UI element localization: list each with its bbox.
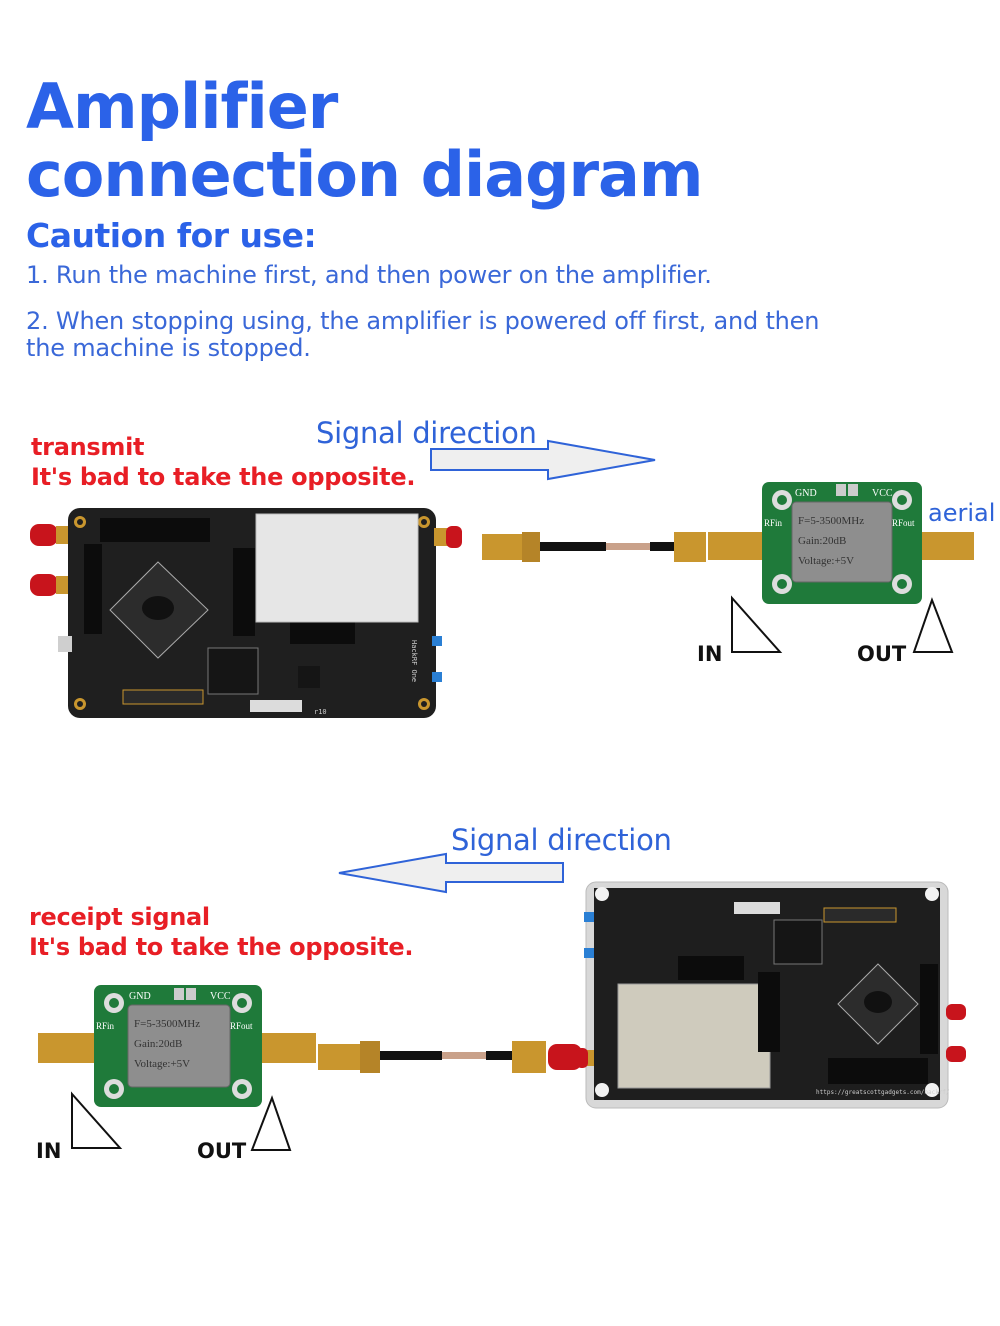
svg-text:F=5-3500MHz: F=5-3500MHz — [798, 515, 864, 527]
page-title-line-2: connection diagram — [26, 138, 704, 211]
in-triangle-icon-bottom — [71, 1091, 123, 1149]
board-url-silkscreen: https://greatscottgadgets.com/hackrf/ — [816, 1089, 950, 1096]
amplifier-module-bottom: GND VCC RFin RFout F=5-3500MHz Gain:20dB… — [38, 985, 316, 1107]
hackrf-board-top: HackRF One r10 — [30, 508, 462, 718]
svg-text:GND: GND — [795, 488, 817, 499]
board-silkscreen-rev: r10 — [314, 708, 327, 716]
sma-cable-top — [482, 532, 706, 562]
receive-warning: It's bad to take the opposite. — [29, 933, 414, 961]
caution-heading: Caution for use: — [26, 216, 317, 255]
svg-text:RFout: RFout — [230, 1021, 253, 1031]
out-label-top: OUT — [857, 642, 907, 666]
transmit-signal-direction-label: Signal direction — [316, 416, 537, 450]
amplifier-module-top: GND VCC RFin RFout F=5-3500MHz Gain:20dB… — [708, 482, 974, 604]
page-title-line-1: Amplifier — [26, 70, 338, 143]
hackrf-board-bottom: https://greatscottgadgets.com/hackrf/ — [576, 881, 966, 1109]
svg-text:RFout: RFout — [892, 518, 915, 528]
sma-cap-left-1 — [30, 524, 70, 546]
transmit-mode-label: transmit — [31, 433, 145, 461]
receive-mode-label: receipt signal — [29, 903, 210, 931]
svg-text:RFin: RFin — [96, 1021, 115, 1031]
svg-text:Voltage:+5V: Voltage:+5V — [134, 1058, 190, 1070]
svg-text:RFin: RFin — [764, 518, 783, 528]
svg-text:F=5-3500MHz: F=5-3500MHz — [134, 1018, 200, 1030]
in-label-top: IN — [697, 642, 723, 666]
svg-text:VCC: VCC — [872, 488, 893, 499]
out-label-bottom: OUT — [197, 1139, 247, 1163]
svg-text:Voltage:+5V: Voltage:+5V — [798, 555, 854, 567]
out-triangle-icon-top — [912, 597, 954, 653]
svg-text:Gain:20dB: Gain:20dB — [134, 1038, 182, 1050]
aerial-label: aerial — [928, 499, 996, 527]
in-triangle-icon-top — [731, 595, 783, 653]
svg-text:VCC: VCC — [210, 991, 231, 1002]
board-silkscreen-name: HackRF One — [410, 640, 418, 682]
receive-signal-direction-label: Signal direction — [451, 823, 672, 857]
svg-text:GND: GND — [129, 991, 151, 1002]
in-label-bottom: IN — [36, 1139, 62, 1163]
sma-cap-left-2 — [30, 574, 70, 596]
svg-text:Gain:20dB: Gain:20dB — [798, 535, 846, 547]
caution-note-1: 1. Run the machine first, and then power… — [26, 261, 712, 289]
caution-note-2: 2. When stopping using, the amplifier is… — [26, 307, 820, 362]
out-triangle-icon-bottom — [250, 1095, 292, 1151]
sma-cable-bottom — [318, 1041, 582, 1073]
transmit-warning: It's bad to take the opposite. — [31, 463, 416, 491]
